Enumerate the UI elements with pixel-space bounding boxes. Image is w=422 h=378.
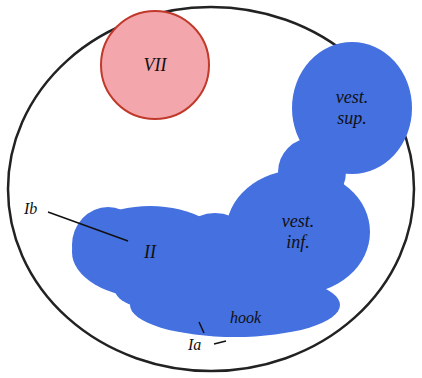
vestibular-nerve: vest. inf. [226, 170, 370, 294]
node-shape [226, 170, 370, 294]
node-shape [101, 11, 209, 119]
leader-line [48, 212, 128, 241]
node-label: II [144, 242, 156, 263]
leader-line [214, 341, 226, 344]
leader-line [199, 322, 204, 333]
node-label: vest. sup. [323, 87, 381, 128]
part-label: hook [230, 309, 261, 327]
node-shape [292, 42, 412, 174]
facial-nerve: VII [100, 10, 210, 120]
node-shape [72, 206, 228, 298]
vestibular-nerve: vest. sup. [292, 42, 412, 174]
cochlear-nerve: II [72, 206, 228, 298]
node-label: vest. inf. [269, 211, 327, 252]
part-label: Ib [24, 200, 37, 218]
part-label: Ia [188, 336, 201, 354]
nerve-bundle [72, 138, 346, 337]
node-label: VII [144, 55, 167, 76]
canal-wall [8, 7, 414, 371]
